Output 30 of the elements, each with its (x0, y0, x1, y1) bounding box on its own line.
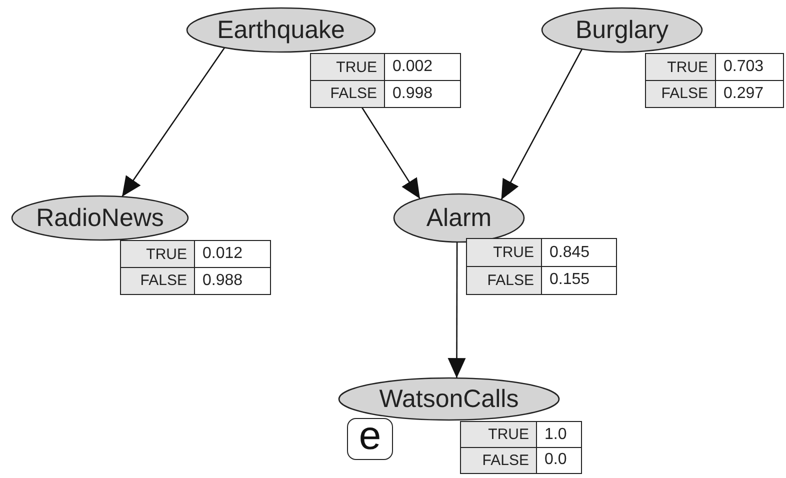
state-cell: FALSE (310, 80, 385, 108)
arrow (500, 48, 583, 200)
probability-cell: 0.155 (540, 266, 616, 294)
arrow (121, 47, 226, 198)
state-cell: FALSE (460, 446, 537, 474)
probability-cell: 0.012 (194, 240, 270, 268)
state-cell: TRUE (460, 421, 537, 448)
state-cell: TRUE (466, 238, 542, 267)
state-cell: TRUE (120, 240, 195, 268)
node-label: Alarm (426, 206, 492, 230)
node-label: WatsonCalls (379, 386, 519, 412)
probability-cell: 0.998 (384, 80, 460, 108)
state-cell: FALSE (466, 266, 542, 294)
probability-cell: 0.002 (384, 53, 460, 81)
node-label: Earthquake (217, 18, 345, 42)
state-cell: FALSE (645, 80, 716, 108)
state-cell: TRUE (645, 53, 716, 81)
state-cell: TRUE (310, 53, 385, 81)
probability-cell: 0.297 (714, 80, 784, 108)
state-cell: FALSE (120, 266, 195, 294)
arrow (448, 242, 466, 378)
arrow (361, 107, 421, 200)
evidence-box: e (347, 418, 393, 460)
probability-cell: 0.845 (540, 238, 616, 267)
probability-cell: 0.0 (536, 446, 582, 474)
node-label: RadioNews (36, 206, 164, 230)
probability-cell: 0.988 (194, 266, 270, 294)
probability-cell: 0.703 (714, 53, 784, 81)
node-label: Burglary (575, 18, 669, 42)
probability-cell: 1.0 (536, 421, 582, 448)
